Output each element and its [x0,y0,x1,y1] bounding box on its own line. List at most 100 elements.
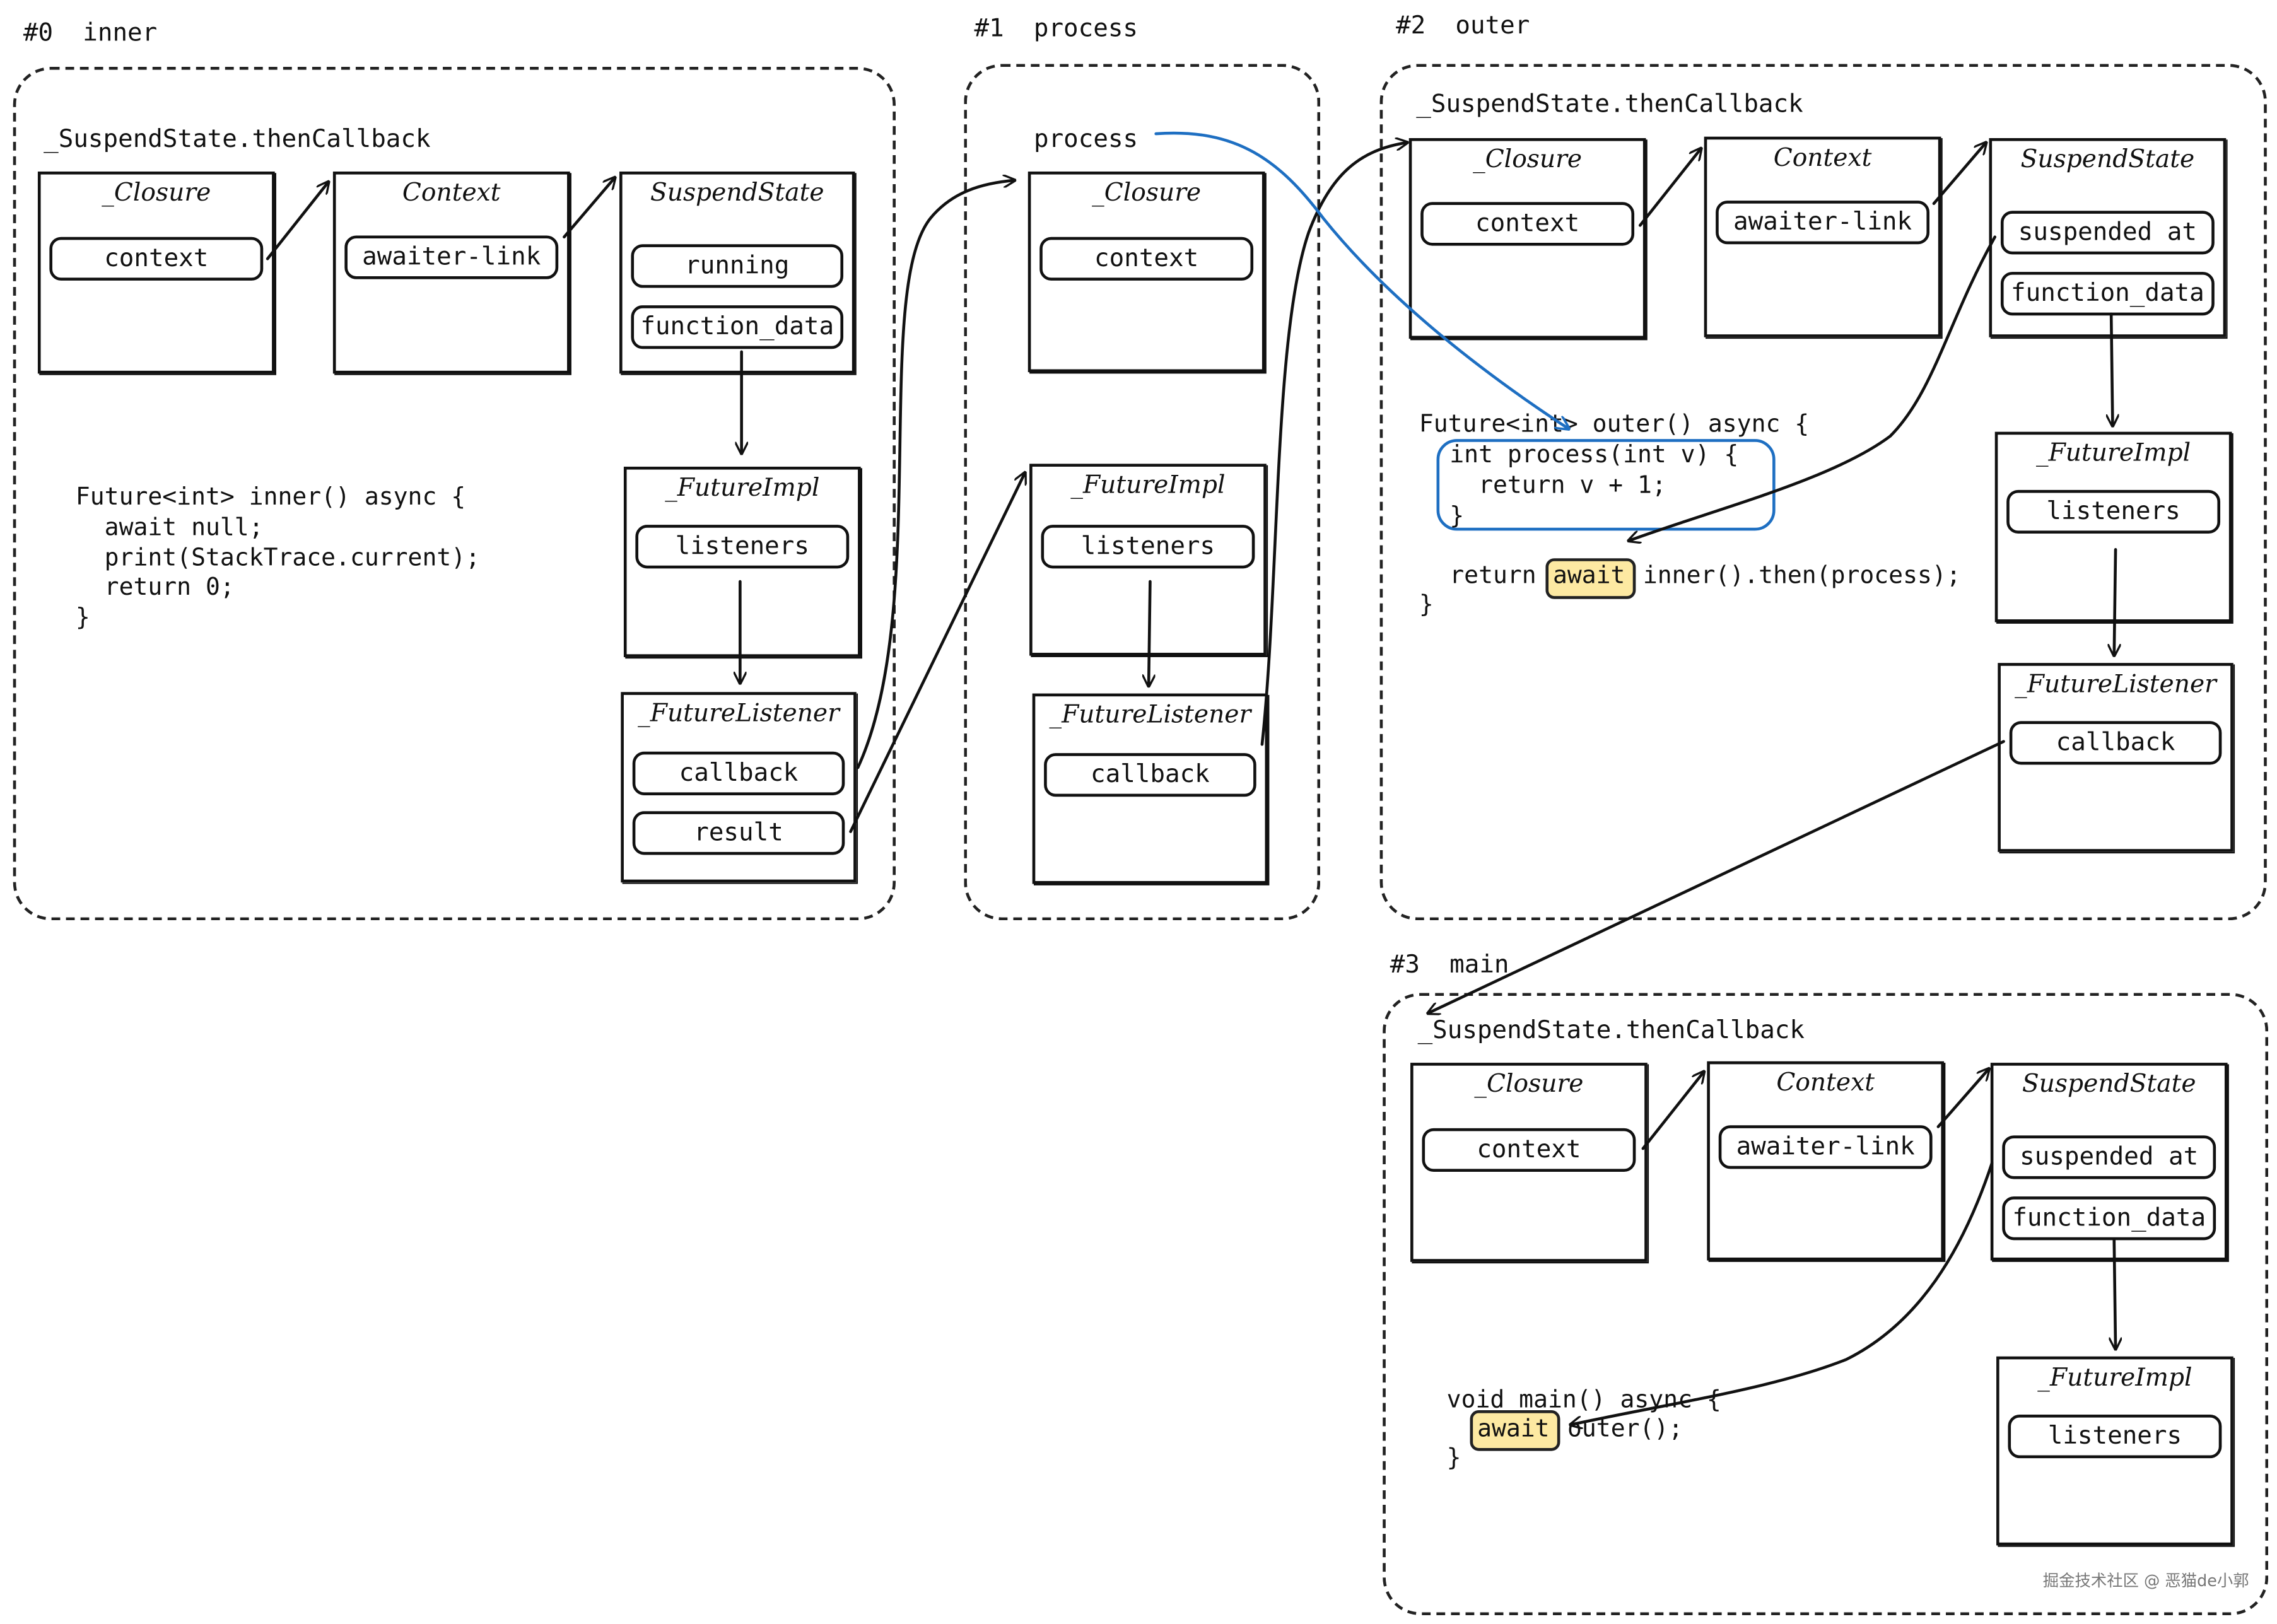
outer-closure-box: _Closure context [1408,137,1646,339]
inner-suspend-running-field: running [631,244,844,288]
process-closure-highlight [1436,439,1776,531]
inner-closure-context-field: context [49,237,264,281]
arrow-outer-future-to-listener [2114,548,2116,657]
group-main [1383,993,2269,1616]
box-title: _FutureListener [1049,701,1251,730]
watermark: 掘金技术社区 @ 恶猫de小郭 [2042,1571,2249,1591]
box-title: _Closure [1474,1070,1584,1099]
arrow-inner-closure-to-context [266,182,329,260]
main-code-end: } [1446,1444,1461,1471]
box-title: SuspendState [2022,1070,2196,1099]
outer-code-await: await [1552,561,1625,589]
group-title-main: #3 main [1390,950,1509,980]
main-future-listeners-field: listeners [2008,1414,2222,1459]
inner-future-listener-box: _FutureListener callback result [621,692,857,883]
process-closure-box: _Closure context [1027,172,1265,373]
box-title: Context [1776,1068,1875,1098]
outer-closure-context-field: context [1420,202,1635,246]
arrow-inner-result-to-process-future [849,472,1026,833]
caption-process: process [1033,125,1138,155]
arrow-outer-suspended-at-to-code [1629,235,1997,541]
await-highlight [1545,558,1636,599]
main-context-awaiter-link-field: awaiter-link [1718,1125,1933,1169]
inner-closure-box: _Closure context [37,172,275,374]
main-code-outer: outer(); [1567,1414,1683,1442]
arrow-process-label-to-process-fn [1154,131,1569,429]
box-title: SuspendState [650,178,824,208]
main-suspend-state-box: SuspendState suspended at function_data [1990,1063,2228,1261]
arrow-process-future-to-listener [1149,580,1150,688]
arrow-outer-callback-to-main [1428,740,2005,1014]
inner-suspend-state-box: SuspendState running function_data [619,172,855,374]
outer-future-listener-box: _FutureListener callback [1998,663,2233,852]
process-future-listeners-field: listeners [1041,525,1255,569]
box-title: _FutureImpl [2037,1364,2192,1393]
box-title: _FutureImpl [665,474,820,503]
arrow-main-context-to-suspend [1936,1068,1989,1128]
outer-suspend-function-data-field: function_data [2000,272,2215,316]
arrow-main-suspended-at-to-code [1571,1161,1994,1425]
process-future-listener-box: _FutureListener callback [1032,693,1268,884]
box-title: _FutureListener [638,699,840,728]
outer-code-signature: Future<int> outer() async { [1419,410,1810,438]
outer-suspend-state-box: SuspendState suspended at function_data [1989,137,2227,337]
box-title: _FutureImpl [1070,470,1226,500]
arrow-outer-closure-to-context [1638,148,1701,227]
inner-future-listeners-field: listeners [635,525,850,569]
inner-context-awaiter-link-field: awaiter-link [344,235,559,279]
process-listener-callback-field: callback [1044,753,1256,797]
box-title: Context [1773,144,1872,173]
inner-suspend-function-data-field: function_data [631,305,844,349]
inner-listener-callback-field: callback [632,751,845,795]
inner-future-impl-box: _FutureImpl listeners [623,466,861,657]
outer-future-listeners-field: listeners [2006,489,2221,534]
group-process [964,64,1321,921]
main-future-impl-box: _FutureImpl listeners [1996,1356,2233,1546]
box-title: SuspendState [2020,145,2195,175]
process-closure-context-field: context [1039,237,1254,281]
box-title: _FutureImpl [2036,439,2191,469]
outer-code-then: inner().then(process); [1642,561,1961,589]
group-title-outer: #2 outer [1395,11,1530,41]
group-title-inner: #0 inner [23,18,158,49]
caption-outer: _SuspendState.thenCallback [1416,90,1803,120]
group-inner [13,67,896,921]
arrow-inner-callback-to-process [856,180,1015,769]
caption-main: _SuspendState.thenCallback [1417,1016,1805,1046]
arrow-process-callback-to-outer [1260,143,1408,746]
main-suspend-suspended-at-field: suspended at [2002,1135,2216,1179]
process-future-impl-box: _FutureImpl listeners [1029,464,1267,656]
arrow-main-closure-to-context [1641,1072,1704,1150]
group-title-process: #1 process [974,15,1138,44]
main-code-await: await [1477,1414,1550,1442]
box-title: _Closure [102,178,211,208]
arrow-inner-context-to-suspend [563,177,615,239]
arrow-outer-suspend-to-future [2111,312,2112,428]
main-await-highlight [1470,1410,1560,1451]
outer-listener-callback-field: callback [2009,721,2222,765]
caption-inner: _SuspendState.thenCallback [44,125,431,155]
box-title: Context [402,178,501,208]
outer-context-box: Context awaiter-link [1704,136,1941,337]
inner-listener-result-field: result [632,811,845,855]
box-title: _Closure [1473,145,1583,175]
outer-context-awaiter-link-field: awaiter-link [1716,201,1930,245]
outer-suspend-suspended-at-field: suspended at [2000,211,2215,255]
inner-context-box: Context awaiter-link [332,172,570,374]
box-title: _FutureListener [2015,670,2216,699]
arrow-main-suspend-to-future [2114,1239,2116,1351]
inner-code-block: Future<int> inner() async { await null; … [75,482,481,631]
arrow-outer-context-to-suspend [1932,143,1986,206]
main-suspend-function-data-field: function_data [2002,1196,2216,1241]
outer-future-impl-box: _FutureImpl listeners [1994,431,2232,622]
outer-code-process-fn: int process(int v) { return v + 1; } [1449,440,1739,529]
box-title: _Closure [1092,178,1202,208]
main-closure-box: _Closure context [1410,1063,1648,1262]
outer-code-return: return [1449,561,1551,589]
main-closure-context-field: context [1422,1128,1636,1172]
outer-code-end: } [1419,590,1434,618]
main-context-box: Context awaiter-link [1707,1061,1945,1261]
group-outer [1379,64,2267,921]
